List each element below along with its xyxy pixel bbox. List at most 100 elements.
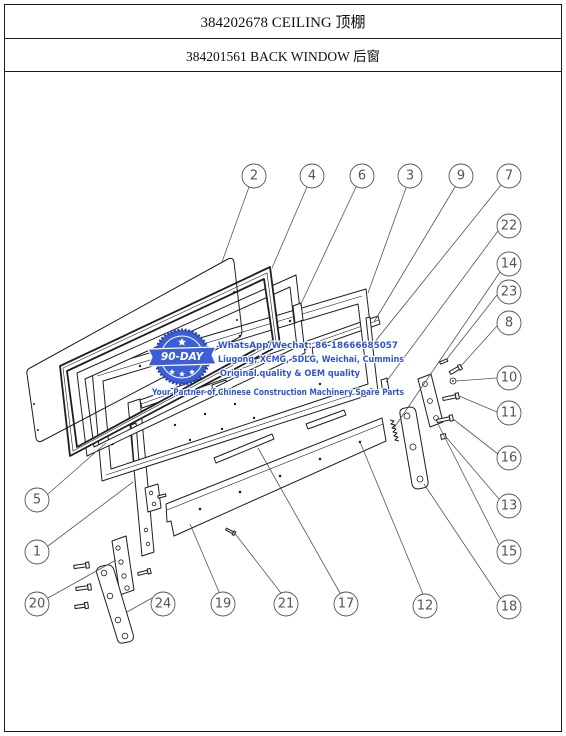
callout: 23	[496, 279, 522, 305]
bolt-head	[454, 392, 460, 400]
bolt	[74, 601, 89, 610]
bolt	[436, 414, 454, 424]
column-hole	[145, 541, 151, 547]
hinge-hole	[416, 475, 424, 483]
callout: 16	[496, 445, 522, 471]
callout-circle	[496, 445, 522, 471]
callout-number: 20	[29, 597, 46, 612]
hinge-hole	[409, 443, 417, 451]
callout-number: 16	[501, 451, 518, 466]
callout-circle	[496, 163, 522, 189]
rivet	[233, 402, 237, 406]
bolt	[73, 561, 90, 570]
leader-line	[47, 559, 117, 599]
cover-plate-flange	[166, 423, 384, 511]
callout: 4	[299, 163, 325, 189]
leader-line	[271, 186, 308, 269]
callout-number: 14	[501, 257, 518, 272]
callout: 7	[496, 163, 522, 189]
callout: 20	[24, 591, 50, 617]
callout: 13	[496, 493, 522, 519]
callout-circle	[333, 591, 359, 617]
callout-number: 18	[501, 600, 518, 615]
subassembly-title: 384201561 BACK WINDOW 后窗	[5, 38, 561, 72]
callout-circle	[24, 487, 50, 513]
callout-number: 17	[338, 597, 355, 612]
seal-groove	[62, 272, 277, 452]
callout-circle	[496, 493, 522, 519]
leader-line	[452, 418, 499, 455]
latch-pin	[157, 493, 167, 499]
seal-star	[179, 371, 185, 377]
glass-pane	[26, 257, 243, 443]
spring-rod	[389, 419, 400, 442]
leader-line	[372, 184, 502, 345]
frame-post-slot	[365, 316, 374, 347]
hinge-hole	[106, 592, 114, 600]
callout-number: 6	[358, 169, 366, 184]
callout-number: 8	[505, 316, 513, 331]
callout-number: 10	[501, 371, 518, 386]
strip	[305, 409, 347, 430]
callout-circle	[241, 163, 267, 189]
bracket-hole	[118, 559, 124, 565]
callout-number: 1	[33, 545, 41, 560]
callout-circle	[273, 591, 299, 617]
glazing-frame-body	[76, 274, 306, 457]
leader-line	[459, 325, 498, 368]
glass-mark	[236, 319, 238, 321]
drawing-sheet: 384202678 CEILING 顶棚 384201561 BACK WIND…	[4, 4, 562, 732]
pin-shaft	[439, 358, 449, 365]
watermark-quality: Original quality & OEM quality	[220, 369, 360, 379]
lower-cover-panel	[165, 417, 387, 537]
callout: 14	[496, 251, 522, 277]
callout-number: 13	[501, 499, 518, 514]
crossbar-clip	[297, 346, 314, 361]
leader-line	[455, 377, 498, 382]
callout-circle	[496, 400, 522, 426]
mounting-hole	[198, 507, 202, 511]
bracket-hole	[124, 585, 130, 591]
latch-pin-shaft	[157, 493, 167, 499]
rivet	[138, 364, 142, 368]
callout-number: 19	[215, 597, 232, 612]
callout-number: 12	[417, 599, 434, 614]
glass-mark	[233, 291, 235, 293]
bolt-shaft	[74, 603, 86, 610]
screw-shaft	[225, 527, 235, 535]
rivet	[220, 427, 224, 431]
rivet	[318, 382, 322, 386]
callout: 15	[496, 539, 522, 565]
bracket-hole	[121, 573, 127, 579]
callout: 8	[496, 310, 522, 336]
mounting-hole	[278, 474, 282, 478]
leader-lines	[47, 184, 502, 613]
callout: 24	[150, 591, 176, 617]
glazing-frame-clip	[292, 302, 304, 324]
callout: 12	[412, 593, 438, 619]
bracket-hole	[422, 381, 428, 387]
latch-hole	[148, 490, 154, 496]
callout-number: 24	[155, 597, 172, 612]
watermark-tagline: Your Partner of Chinese Construction Mac…	[151, 388, 404, 398]
callout: 22	[496, 213, 522, 239]
rivet	[173, 423, 177, 427]
leader-line	[257, 447, 341, 594]
callout: 9	[448, 163, 474, 189]
callout-circle	[496, 279, 522, 305]
callout-number: 3	[406, 169, 414, 184]
rivet	[263, 391, 267, 395]
bolt-shaft	[442, 394, 457, 402]
callout-number: 21	[278, 597, 295, 612]
callout-number: 15	[501, 545, 518, 560]
latch-hole	[151, 501, 157, 507]
callout-circle	[412, 593, 438, 619]
fastener-shaft	[448, 366, 460, 375]
rivet	[288, 393, 292, 397]
frame-clip	[380, 377, 390, 394]
callout-circle	[150, 591, 176, 617]
leader-line	[299, 186, 357, 307]
glass-mark	[37, 429, 39, 431]
mounting-hole	[238, 490, 242, 494]
callout-number: 2	[250, 169, 258, 184]
